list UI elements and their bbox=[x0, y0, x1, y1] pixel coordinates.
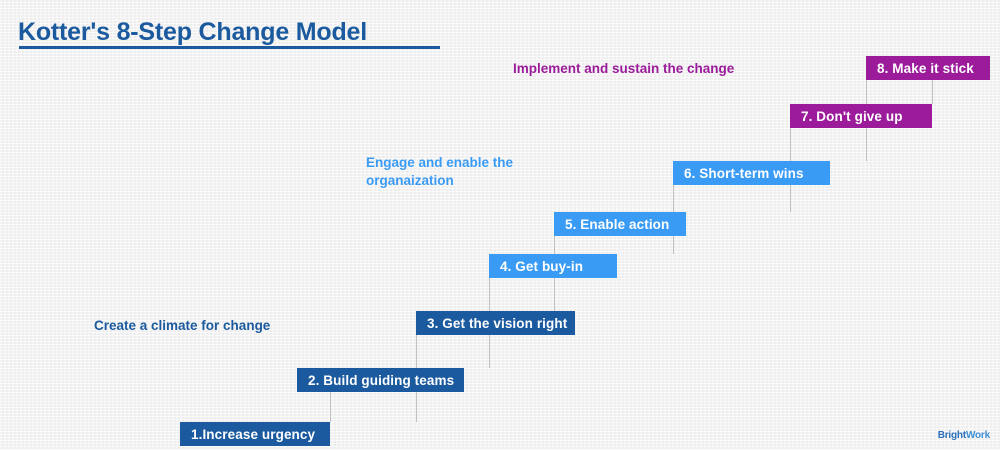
page-title: Kotter's 8-Step Change Model bbox=[18, 18, 367, 46]
step-label: 4. Get buy-in bbox=[500, 258, 584, 274]
step-label: 7. Don't give up bbox=[801, 108, 903, 124]
connector-line bbox=[932, 80, 933, 104]
step-box-7[interactable]: 7. Don't give up bbox=[790, 104, 932, 128]
phase-label-engage-enable: Engage and enable the organaization bbox=[366, 155, 514, 188]
step-box-2[interactable]: 2. Build guiding teams bbox=[297, 368, 464, 392]
step-box-3[interactable]: 3. Get the vision right bbox=[416, 311, 575, 335]
step-box-1[interactable]: 1.Increase urgency bbox=[180, 422, 330, 446]
brand-name-part1: Bright bbox=[937, 430, 966, 441]
brand-name-part2: Work bbox=[965, 430, 990, 441]
step-box-5[interactable]: 5. Enable action bbox=[554, 212, 686, 236]
phase-label-implement-sustain: Implement and sustain the change bbox=[513, 61, 735, 76]
title-underline bbox=[19, 46, 440, 49]
step-box-4[interactable]: 4. Get buy-in bbox=[489, 254, 617, 278]
step-label: 2. Build guiding teams bbox=[308, 372, 455, 388]
step-label: 5. Enable action bbox=[565, 216, 670, 232]
step-box-6[interactable]: 6. Short-term wins bbox=[673, 161, 830, 185]
step-label: 8. Make it stick bbox=[877, 60, 974, 76]
connector-line bbox=[330, 392, 331, 422]
phase-label-create-climate: Create a climate for change bbox=[94, 318, 271, 333]
step-box-8[interactable]: 8. Make it stick bbox=[866, 56, 990, 80]
step-label: 6. Short-term wins bbox=[684, 165, 804, 181]
brightwork-logo: BrightWork bbox=[938, 430, 990, 441]
step-label: 1.Increase urgency bbox=[191, 426, 316, 442]
step-label: 3. Get the vision right bbox=[427, 315, 568, 331]
